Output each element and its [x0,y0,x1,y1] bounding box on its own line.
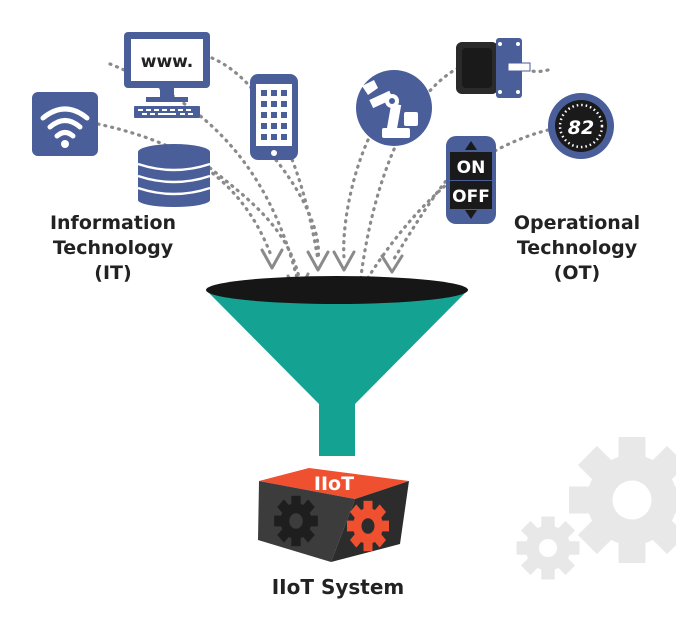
ot-label-line-3: (OT) [553,262,601,284]
motor-icon [456,38,531,98]
ot-flow-lines [342,66,550,286]
wifi-flow-line [96,122,274,260]
it-label: Information Technology (IT) [18,211,208,286]
funnel [206,276,468,456]
robot-arm-icon [356,70,432,146]
large-background-gear-icon [569,437,676,563]
smartphone-icon [250,74,298,160]
cube-orange-gear-icon [347,500,389,552]
background-gears [516,437,676,580]
ot-label-line-1: Operational [513,212,641,234]
it-label-line-3: (IT) [94,262,132,284]
iiot-system-title: IIoT System [271,575,405,599]
on-off-switch-icon: ON OFF [446,136,496,224]
cube-top-face [259,468,409,499]
iiot-system-label: IIoT System [218,575,458,600]
funnel-body [206,290,468,404]
keyboard-icon [134,106,200,118]
database-flow-line [208,166,302,284]
switch-off-text: OFF [452,187,490,207]
it-label-line-1: Information [49,212,177,234]
cube-dark-gear-icon [274,495,318,547]
motor-right-flow-line [526,68,550,74]
phone-flow-line [274,158,321,262]
ot-label: Operational Technology (OT) [482,211,672,286]
switch-flow-line [390,174,452,264]
arrowhead-icon [380,254,404,274]
arrowhead-icon [306,250,330,272]
switch-on-text: ON [457,158,486,178]
wifi-icon [32,92,98,156]
gauge-icon: 82 [548,93,614,159]
small-background-gear-icon [516,516,580,580]
arrowhead-icon [260,248,284,270]
funnel-opening [206,276,468,304]
funnel-spout [319,398,355,456]
gauge-flow-line [362,128,550,286]
ot-label-line-2: Technology [516,237,638,259]
monitor-www-text: www. [141,52,194,72]
robot-flow-line [342,138,370,260]
it-label-line-2: Technology [52,237,174,259]
arrowhead-icon [332,250,356,272]
cube-label: IIoT [314,473,354,495]
gauge-value-text: 82 [568,117,594,139]
iiot-cube-icon: IIoT [258,468,409,562]
motor-flow-line [358,66,460,286]
monitor-icon: www. [124,32,210,118]
database-icon [137,144,211,207]
